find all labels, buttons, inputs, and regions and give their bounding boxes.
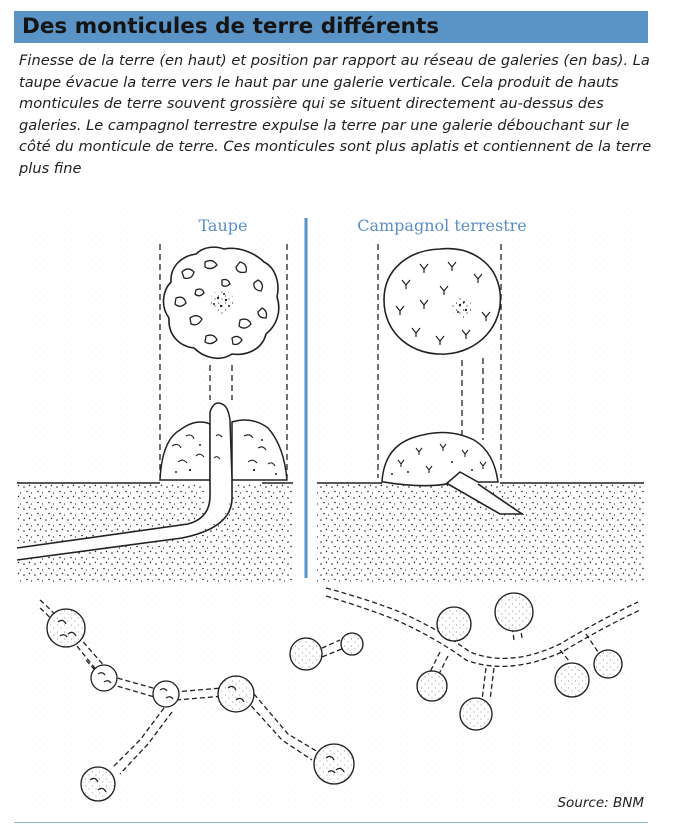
campagnol-gallery-network <box>299 587 641 701</box>
campagnol-molehill <box>381 431 499 487</box>
taupe-gallery-network <box>39 599 319 775</box>
campagnol-diagram <box>317 244 644 583</box>
mound <box>416 670 448 702</box>
taupe-molehills-topview <box>46 608 355 802</box>
campagnol-molehills-topview <box>289 592 623 731</box>
bottom-rule <box>14 822 648 823</box>
mound <box>554 662 590 698</box>
page-title: Des monticules de terre différents <box>22 14 440 39</box>
caption-text: Finesse de la terre (en haut) et positio… <box>19 52 652 177</box>
mound <box>313 743 355 785</box>
taupe-diagram <box>16 244 293 583</box>
mound <box>459 697 493 731</box>
mound <box>90 664 118 692</box>
source-credit: Source: BNM <box>557 795 644 811</box>
campagnol-ground <box>317 481 644 583</box>
taupe-ground <box>17 483 205 548</box>
campagnol-soil-topview <box>383 247 502 355</box>
mound <box>593 649 623 679</box>
mound <box>217 675 255 713</box>
mound <box>80 766 116 802</box>
mound <box>494 592 534 632</box>
mound <box>289 637 323 671</box>
mound <box>340 632 364 656</box>
header-bar <box>14 11 648 43</box>
mound <box>152 680 180 708</box>
taupe-soil-topview <box>162 246 280 360</box>
mound <box>46 608 86 648</box>
mound <box>436 606 472 642</box>
